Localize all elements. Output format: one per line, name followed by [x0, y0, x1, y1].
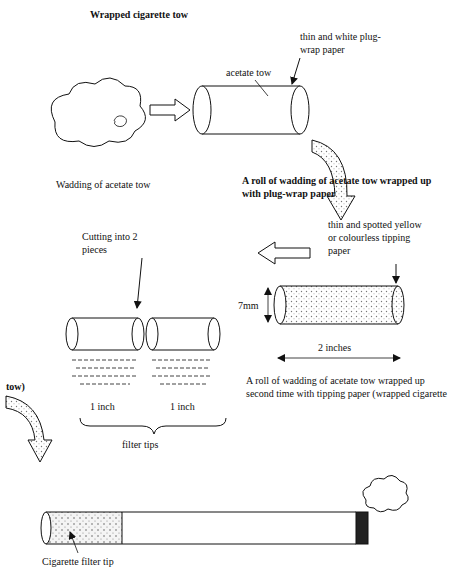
wadding-cloud: [51, 78, 145, 147]
dimension-arrow: [268, 288, 269, 322]
caption-label: A roll of wadding of acetate tow wrapped…: [242, 174, 442, 200]
callout-label: thin and white plug-wrap paper: [300, 30, 384, 56]
hollow-arrow: [150, 99, 190, 121]
dimension-arrow: [278, 358, 400, 359]
part-label: acetate tow: [226, 66, 271, 79]
dimension-label: 1 inch: [170, 400, 195, 413]
dashed-lines: [72, 360, 212, 384]
brace: [80, 418, 226, 434]
acetate-roll: [193, 86, 309, 134]
cigarette: [41, 512, 368, 544]
dimension-label: 7mm: [238, 299, 259, 312]
dimension-label: 2 inches: [318, 341, 351, 354]
caption-label: A roll of wadding of acetate tow wrapped…: [246, 374, 450, 400]
caption-label: tow): [6, 380, 25, 393]
part-label: Cigarette filter tip: [42, 555, 114, 568]
smoke: [363, 475, 408, 511]
leader-arrow: [292, 58, 300, 84]
note-label: Cutting into 2 pieces: [82, 230, 148, 256]
callout-label: thin and spotted yellow or colourless ti…: [328, 218, 424, 257]
part-label: filter tips: [122, 438, 158, 451]
wrapped-roll: [274, 286, 404, 324]
hollow-arrow: [258, 242, 310, 264]
curved-arrow: [6, 396, 52, 462]
swirl: [114, 116, 127, 127]
dimension-label: 1 inch: [90, 400, 115, 413]
filter-tip: [146, 318, 220, 350]
title: Wrapped cigarette tow: [90, 8, 188, 21]
caption-label: Wadding of acetate tow: [56, 178, 150, 191]
leader-arrow: [396, 264, 397, 283]
leader-arrow: [70, 532, 78, 553]
leader-arrow: [137, 258, 142, 308]
leader-line: [255, 80, 268, 96]
filter-tip: [66, 318, 144, 350]
